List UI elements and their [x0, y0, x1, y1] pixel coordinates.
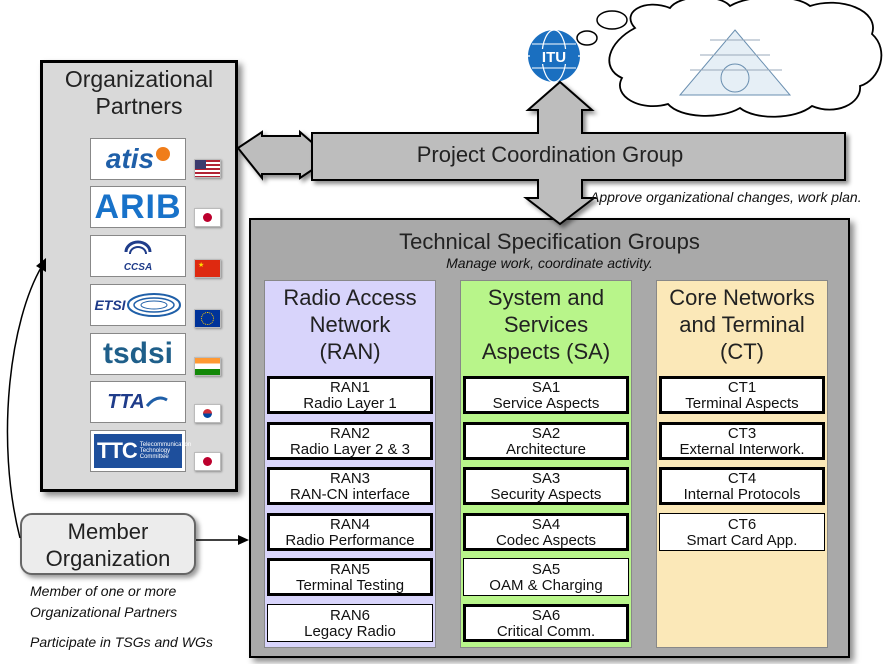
etsi-logo-text: ETSI — [94, 297, 126, 313]
working-group-name: Legacy Radio — [304, 622, 396, 640]
itu-logo: ITU — [526, 28, 582, 84]
working-group-name: Internal Protocols — [683, 486, 801, 503]
ttc-logo-text: TTC — [97, 438, 138, 463]
arib-logo-text: ARIB — [94, 187, 182, 226]
member-note-line3: Participate in TSGs and WGs — [30, 634, 213, 650]
ccsa-emblem-icon: CCSA — [124, 240, 152, 273]
thought-cloud — [560, 0, 883, 118]
ran-column-title: Radio Access Network (RAN) — [283, 285, 417, 364]
working-group-name: Radio Layer 2 & 3 — [289, 440, 411, 458]
sa-column-title: System and Services Aspects (SA) — [481, 285, 611, 364]
working-group-code: RAN3 — [329, 470, 370, 487]
working-group-name: Terminal Aspects — [685, 395, 799, 412]
working-group-code: SA4 — [531, 515, 561, 533]
arib-logo: ARIB — [90, 186, 186, 228]
working-group-code: RAN5 — [329, 561, 370, 578]
working-group-code: SA1 — [531, 379, 561, 396]
working-group-code: SA3 — [531, 470, 561, 487]
working-group-name: OAM & Charging — [489, 577, 603, 594]
flag-jp-icon — [194, 208, 221, 227]
ttc-logo-subtext: Telecommunication Technology Committee — [139, 442, 192, 460]
ccsa-logo: CCSA — [90, 235, 186, 277]
op-title-line2: Partners — [95, 93, 183, 119]
ccsa-logo-text: CCSA — [124, 262, 152, 273]
working-group-name: Terminal Testing — [295, 577, 405, 594]
etsi-logo: ETSI — [90, 284, 186, 326]
working-group-code: CT4 — [727, 470, 757, 487]
working-group-code: SA5 — [531, 561, 561, 578]
pcg-title: Project Coordination Group — [416, 142, 684, 167]
tsdsi-logo: tsdsi — [90, 333, 186, 375]
working-group-code: RAN1 — [329, 379, 370, 396]
working-group-name: External Interwork. — [679, 440, 805, 458]
tsg-title: Technical Specification Groups — [399, 229, 700, 254]
working-group-name: Service Aspects — [492, 395, 600, 412]
working-group-code: RAN6 — [329, 606, 370, 624]
op-title-line1: Organizational — [64, 66, 214, 92]
ct-column-title: Core Networks and Terminal (CT) — [669, 285, 815, 364]
working-group-code: CT3 — [727, 424, 757, 442]
working-group-code: CT6 — [727, 515, 757, 533]
flag-kr-icon — [194, 404, 221, 423]
tsdsi-logo-text: tsdsi — [102, 337, 174, 370]
working-group-name: Radio Performance — [285, 531, 415, 549]
pcg-note: Approve organizational changes, work pla… — [590, 189, 862, 205]
member-title-line2: Organization — [45, 546, 171, 571]
working-group-code: RAN4 — [329, 515, 370, 533]
working-group-name: Security Aspects — [490, 486, 602, 503]
working-group-name: Architecture — [505, 440, 587, 458]
flag-cn-icon: ★ — [194, 259, 221, 278]
atis-logo-text: atis — [105, 143, 155, 174]
ttc-logo: TTC Telecommunication Technology Committ… — [90, 430, 191, 472]
member-note-line2: Organizational Partners — [30, 604, 178, 620]
working-group-name: Smart Card App. — [686, 531, 798, 549]
working-group-name: Radio Layer 1 — [303, 395, 397, 412]
flag-eu-icon — [194, 309, 221, 328]
flag-jp-icon — [194, 452, 221, 471]
etsi-orbit-icon — [126, 293, 181, 317]
itu-logo-text: ITU — [542, 49, 566, 66]
tta-swoosh-icon — [145, 396, 168, 407]
tta-logo-text: TTA — [107, 390, 145, 413]
working-group-name: Codec Aspects — [495, 531, 597, 549]
working-group-name: RAN-CN interface — [289, 486, 411, 503]
atis-swirl-icon — [156, 147, 171, 161]
ct-column — [656, 280, 828, 648]
working-group-code: RAN2 — [329, 424, 370, 442]
flag-in-icon — [194, 357, 221, 376]
working-group-name: Critical Comm. — [496, 622, 596, 640]
working-group-code: CT1 — [727, 379, 757, 396]
member-title-line1: Member — [67, 519, 149, 544]
working-group-code: SA2 — [531, 424, 561, 442]
working-group-code: SA6 — [531, 606, 561, 624]
tsg-subtitle: Manage work, coordinate activity. — [446, 255, 653, 271]
member-to-op-arrow — [6, 265, 43, 539]
tta-logo: TTA — [90, 381, 186, 423]
atis-logo: atis — [90, 138, 186, 180]
member-organization-box: Member Organization — [20, 513, 196, 575]
organizational-partners-title: Organizational Partners — [40, 66, 238, 120]
member-note-line1: Member of one or more — [30, 583, 177, 599]
flag-us-icon — [194, 159, 221, 178]
